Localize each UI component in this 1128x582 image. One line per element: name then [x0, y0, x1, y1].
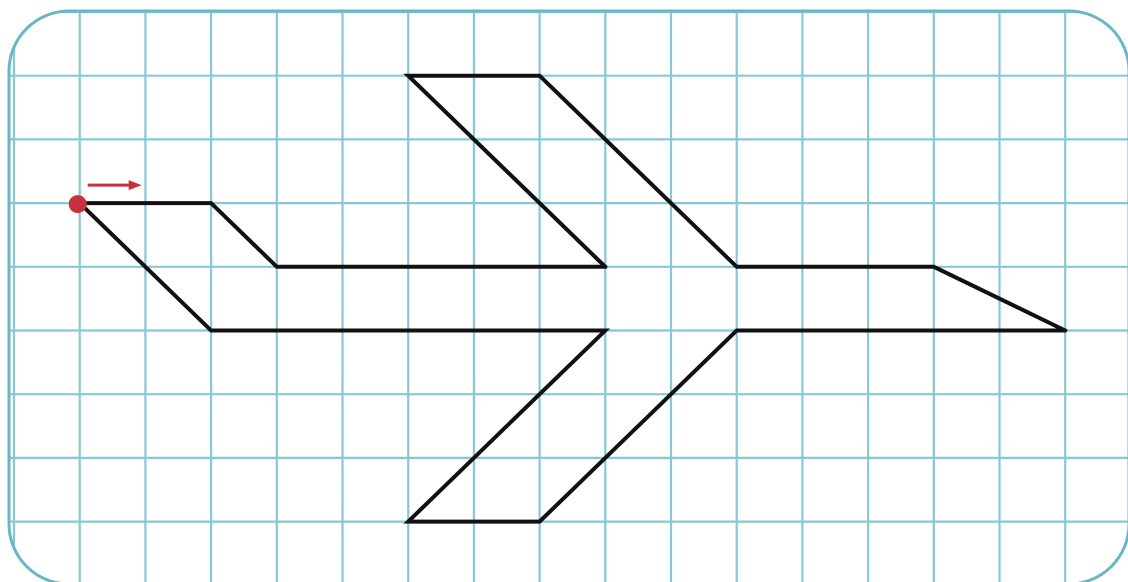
start-dot — [69, 195, 87, 213]
